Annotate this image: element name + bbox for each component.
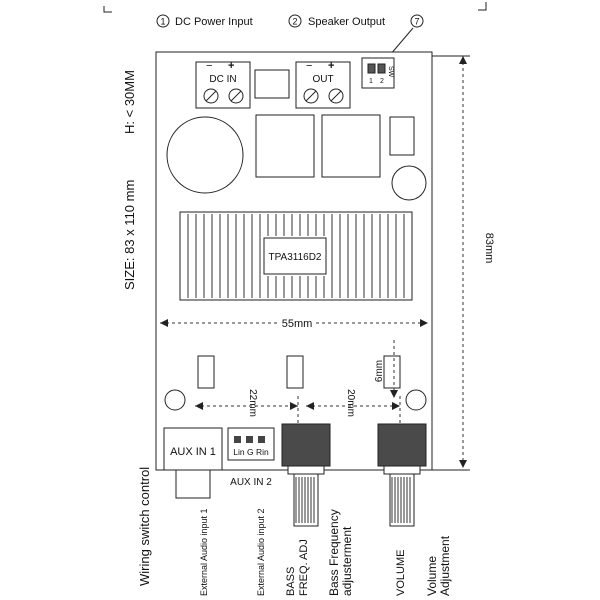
chip-box	[263, 237, 327, 275]
volume-potentiometer	[377, 423, 427, 527]
legend-number-2: 2	[292, 17, 297, 27]
bass-potentiometer	[281, 423, 331, 527]
component-mid-3	[383, 355, 401, 389]
bass-pot-body	[281, 423, 331, 467]
bass-label-line1: BASS	[285, 567, 297, 596]
aux-in-1-label: AUX IN 1	[170, 446, 216, 458]
dimension-20mm-label: 20mm	[345, 389, 356, 417]
height-dimension: 83mm	[432, 55, 495, 471]
dc-in-terminal: − + DC IN	[195, 60, 251, 109]
switch-pos-2: 2	[380, 78, 384, 85]
dc-minus-sign: −	[206, 60, 212, 72]
bass-label-line2: FREQ. ADJ	[298, 539, 310, 596]
legend-speaker-label: Speaker Output	[308, 16, 385, 28]
legend-speaker-output: 2 Speaker Output	[288, 14, 385, 28]
bass-freq-label-line2: adjusterment	[340, 526, 354, 596]
mount-hole-left	[164, 389, 186, 411]
leader-line-switch	[389, 27, 414, 56]
wiring-switch-label: Wiring switch control	[137, 467, 152, 586]
switch-knob-1	[367, 63, 376, 74]
legend-number-1: 1	[160, 17, 165, 27]
width-dimension-label: 55mm	[282, 318, 313, 330]
dimension-22mm-label: 22mm	[247, 389, 258, 417]
volume-adj-label-line2: Adjustment	[438, 535, 452, 596]
component-mid-2	[286, 355, 304, 389]
dimension-6mm: 6mm	[374, 340, 398, 398]
corner-mark-right	[478, 2, 487, 11]
mount-hole-right	[405, 389, 427, 411]
aux2-pin-g	[246, 436, 253, 443]
volume-pot-body	[377, 423, 427, 467]
heatsink: TPA3116D2	[179, 211, 413, 301]
component-rect-top	[254, 69, 290, 99]
dc-screw-2-icon	[228, 88, 244, 104]
legend-number-7: 7	[414, 17, 419, 27]
dimension-22mm: 22mm	[195, 389, 298, 417]
inductor-right	[321, 114, 381, 178]
component-rect-right	[389, 116, 415, 156]
out-label: OUT	[312, 74, 333, 85]
capacitor-large	[166, 116, 244, 194]
dc-plus-sign: +	[228, 60, 234, 72]
dimension-6mm-label: 6mm	[374, 360, 385, 382]
aux-in-2-header: Lin G Rin AUX IN 2	[227, 427, 275, 488]
aux2-pin-lin	[234, 436, 241, 443]
bass-freq-label-line1: Bass Frequency	[327, 509, 341, 596]
dc-screw-1-icon	[203, 88, 219, 104]
height-spec: H: < 30MM	[122, 70, 137, 134]
height-dimension-label: 83mm	[483, 233, 495, 264]
switch-label: SW	[387, 66, 394, 78]
volume-label: VOLUME	[395, 550, 407, 596]
aux2-pin-rin	[258, 436, 265, 443]
legend-dc-power-input: 1 DC Power Input	[156, 14, 253, 28]
legend-dc-label: DC Power Input	[175, 16, 253, 28]
ext-audio-2-label: External Audio input 2	[256, 508, 266, 596]
size-spec: SIZE: 83 x 110 mm	[122, 180, 137, 290]
out-minus-sign: −	[306, 60, 312, 72]
out-terminal: − + OUT	[295, 60, 351, 109]
component-mid-1	[197, 355, 215, 389]
aux-in-1-plug	[175, 469, 211, 499]
dimension-20mm: 20mm	[306, 389, 400, 417]
aux-in-2-label: AUX IN 2	[230, 477, 272, 488]
dc-in-label: DC IN	[209, 74, 236, 85]
aux2-pin-labels: Lin G Rin	[233, 447, 269, 457]
capacitor-small	[391, 165, 427, 201]
width-dimension: 55mm	[160, 315, 428, 333]
switch-pos-1: 1	[369, 78, 373, 85]
chip-label: TPA3116D2	[269, 252, 322, 263]
legend-switch-marker: 7	[389, 14, 424, 56]
ext-audio-1-label: External Audio input 1	[199, 508, 209, 596]
aux-in-1-jack: AUX IN 1	[163, 427, 223, 499]
switch-knob-2	[377, 63, 386, 74]
volume-adj-label-line1: Volume	[425, 556, 439, 596]
inductor-left	[255, 114, 315, 178]
out-screw-2-icon	[328, 88, 344, 104]
corner-mark-left	[103, 6, 112, 13]
out-screw-1-icon	[303, 88, 319, 104]
mode-switch: 1 2 SW	[361, 57, 395, 89]
out-plus-sign: +	[328, 60, 334, 72]
